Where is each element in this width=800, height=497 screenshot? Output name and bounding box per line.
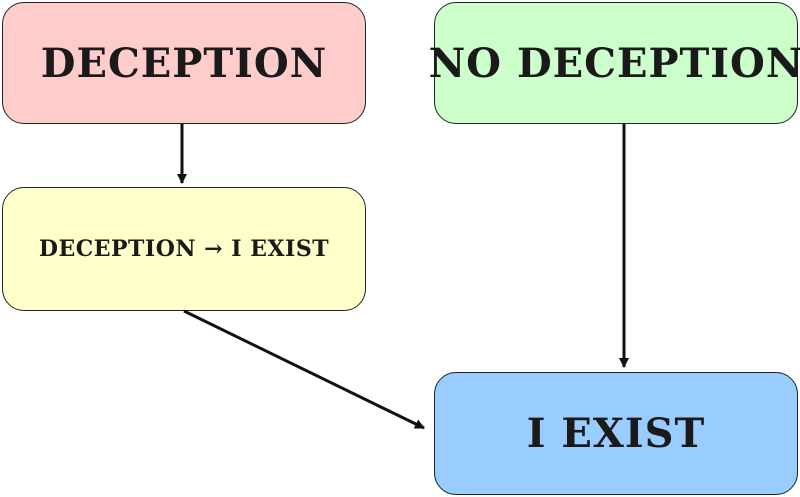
no-deception-node-label: No Deception xyxy=(428,39,800,87)
i-exist-node: I exist xyxy=(434,372,798,495)
no-deception-node: No Deception xyxy=(429,2,800,124)
implication-node-label: Deception → I exist xyxy=(38,236,330,262)
implication-node: Deception → I exist xyxy=(2,187,366,311)
arrow-implication-to-i-exist xyxy=(183,309,425,430)
deception-node: Deception xyxy=(2,2,366,124)
i-exist-node-label: I exist xyxy=(526,410,706,457)
deception-node-label: Deception xyxy=(40,39,328,87)
